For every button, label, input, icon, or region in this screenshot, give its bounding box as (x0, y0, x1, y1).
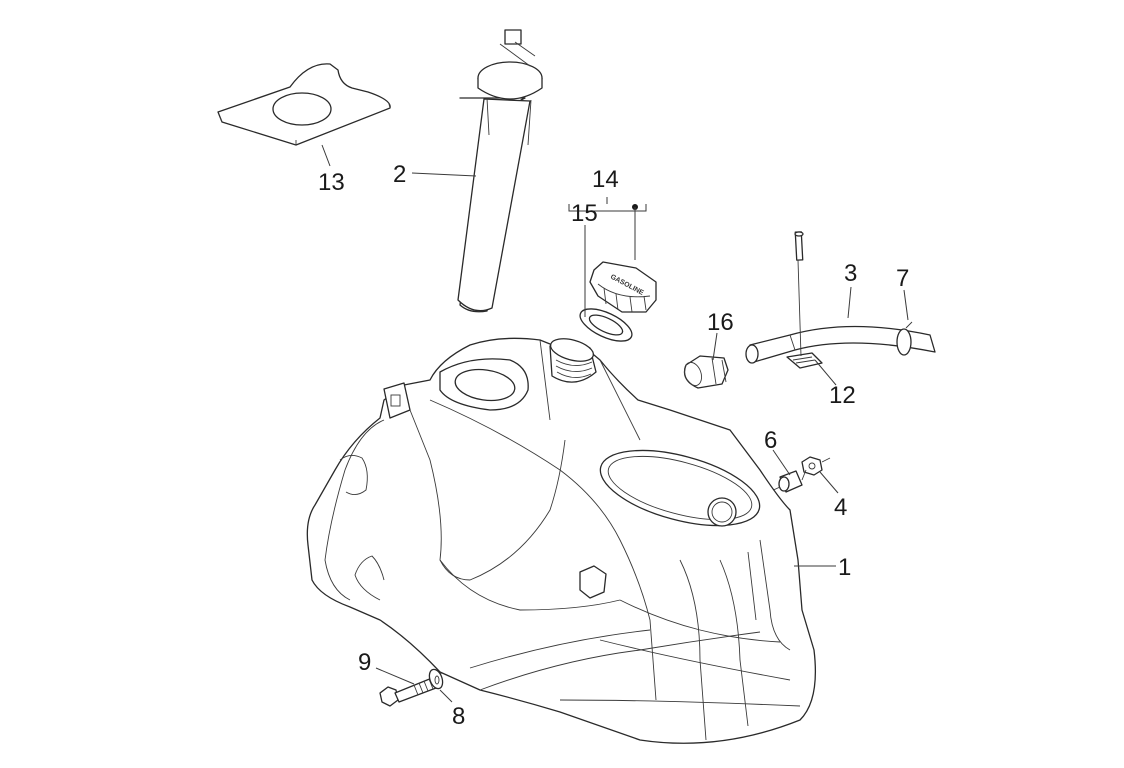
leader-13 (321, 144, 331, 167)
label-2: 2 (393, 161, 406, 188)
leader-6 (772, 449, 791, 476)
part-13-gasket-plate (217, 63, 391, 146)
part-6-spacer (778, 470, 803, 493)
part-14-fuel-cap: GASOLINE (589, 261, 657, 313)
part-9-bolt (379, 677, 437, 707)
part-16-hose-clip (683, 355, 729, 389)
leader-7 (903, 289, 909, 321)
part-7-hose-clamp (896, 321, 913, 356)
leader-3 (847, 286, 852, 319)
label-14: 14 (592, 166, 619, 193)
label-7: 7 (896, 265, 909, 292)
label-1: 1 (838, 554, 851, 581)
label-9: 9 (358, 649, 371, 676)
part-1-fuel-tank (306, 337, 817, 744)
leader-16 (712, 332, 718, 361)
part-4-nut (801, 456, 823, 476)
leader-8 (439, 689, 453, 703)
label-3: 3 (844, 260, 857, 287)
label-8: 8 (452, 703, 465, 730)
label-16: 16 (707, 309, 734, 336)
part-8-washer (428, 668, 444, 690)
part-3-breather-hose (745, 325, 936, 364)
label-12: 12 (829, 382, 856, 409)
bracket-14 (568, 197, 647, 212)
label-15: 15 (571, 200, 598, 227)
label-4: 4 (834, 494, 847, 521)
part-15-seal-ring (579, 308, 633, 342)
label-6: 6 (764, 427, 777, 454)
callout-labels: 13 2 14 15 16 3 7 12 6 4 1 9 8 (318, 161, 909, 730)
leader-lines (321, 144, 909, 703)
leader-12 (814, 359, 837, 386)
part-2-fuel-sender (457, 29, 543, 313)
leader-9 (375, 667, 415, 685)
part-12-hose-bracket (786, 352, 823, 369)
leader-2 (411, 172, 477, 177)
label-13: 13 (318, 169, 345, 196)
hose-bracket-screw (794, 231, 804, 357)
leader-4 (819, 471, 839, 494)
